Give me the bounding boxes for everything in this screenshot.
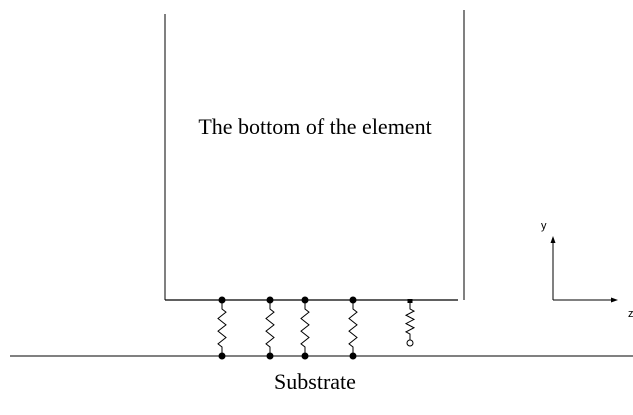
spring-top-node [349, 296, 357, 304]
spring-top-node [218, 296, 226, 304]
y-axis-arrowhead [550, 236, 556, 243]
spring-top-node [407, 299, 413, 303]
spring-top-node [266, 296, 274, 304]
springs-group [217, 296, 416, 360]
spring-4 [348, 296, 358, 360]
spring-bottom-node [266, 352, 274, 360]
substrate-label: Substrate [274, 369, 356, 394]
spring-coil [404, 303, 416, 340]
z-axis-arrowhead [611, 297, 618, 303]
spring-bottom-node [406, 339, 414, 347]
element-label: The bottom of the element [198, 114, 431, 139]
spring-coil [348, 303, 358, 353]
spring-1 [217, 296, 227, 360]
z-axis-label: z [628, 308, 633, 320]
axes-indicator: y z [541, 220, 633, 320]
spring-3 [300, 296, 310, 360]
spring-5 [404, 299, 416, 347]
y-axis-label: y [541, 220, 547, 232]
spring-bottom-node [349, 352, 357, 360]
spring-coil [217, 303, 227, 353]
spring-bottom-node [301, 352, 309, 360]
spring-coil [300, 303, 310, 353]
spring-coil [265, 303, 275, 353]
spring-bottom-node [218, 352, 226, 360]
spring-top-node [301, 296, 309, 304]
spring-2 [265, 296, 275, 360]
